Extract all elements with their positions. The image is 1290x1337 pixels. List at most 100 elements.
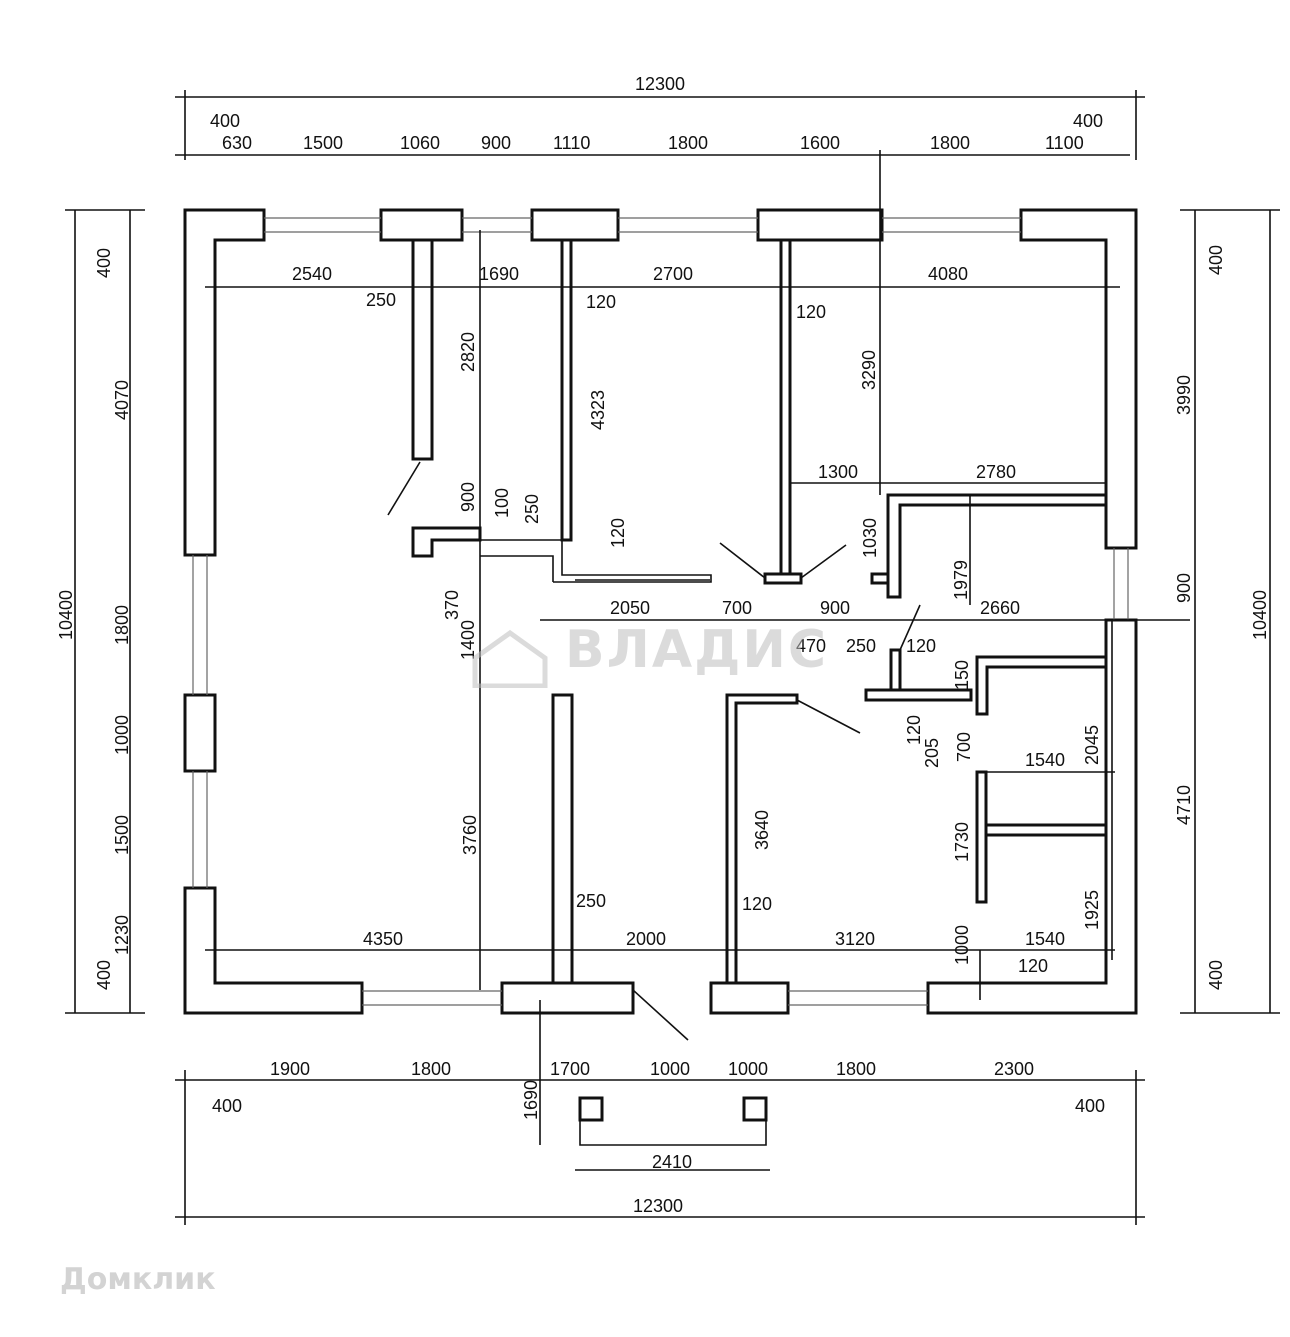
wall-top-right	[1019, 208, 1138, 550]
dim-3640: 3640	[752, 810, 772, 850]
dim-right-2: 900	[1174, 573, 1194, 603]
dim-2050: 2050	[610, 598, 650, 618]
dim-top-9: 1100	[1045, 133, 1084, 153]
dim-1730: 1730	[952, 822, 972, 862]
wall-int-250-a	[411, 238, 434, 461]
wall-int-250-b	[551, 693, 574, 985]
dim-porch-width: 2410	[652, 1152, 692, 1172]
dim-left-4: 1500	[112, 815, 132, 855]
porch	[578, 1096, 768, 1146]
dim-overall-bottom: 12300	[633, 1196, 683, 1216]
dim-bottom-4: 1000	[650, 1059, 690, 1079]
wall-top-pier-1	[379, 208, 464, 242]
dim-top-3: 1060	[400, 133, 440, 153]
dim-left-5: 1230	[112, 915, 132, 955]
wall-wc-low	[975, 770, 988, 904]
dim-150: 150	[952, 660, 972, 690]
dim-bottom-8: 400	[1075, 1096, 1105, 1116]
wall-int-step-outline	[480, 539, 712, 583]
porch-post-right	[742, 1096, 768, 1122]
dim-right-4: 400	[1206, 960, 1226, 990]
wall-int-120-b	[779, 238, 792, 576]
dim-top-1: 630	[222, 133, 252, 153]
dim-2660: 2660	[980, 598, 1020, 618]
dim-left-6: 400	[94, 960, 114, 990]
dim-top-5: 1110	[553, 133, 590, 153]
wall-wc-shelf	[984, 823, 1108, 837]
wall-int-120-a	[560, 238, 573, 542]
dim-left-0: 400	[94, 248, 114, 278]
dim-1925: 1925	[1082, 890, 1102, 930]
dim-250-a: 250	[366, 290, 396, 310]
dim-left-1: 4070	[112, 380, 132, 420]
dim-700-a: 700	[722, 598, 752, 618]
wall-top-left	[183, 208, 266, 557]
dim-bottom-6: 1800	[836, 1059, 876, 1079]
dim-250-b: 250	[522, 494, 542, 524]
dim-2540: 2540	[292, 264, 332, 284]
dimension-labels: 12300 12300 10400 10400 400 630 1500 106…	[56, 74, 1270, 1216]
dim-top-6: 1800	[668, 133, 708, 153]
dim-overall-left: 10400	[56, 590, 76, 640]
dim-right-0: 400	[1206, 245, 1226, 275]
dim-120-a: 120	[586, 292, 616, 312]
dim-4350: 4350	[363, 929, 403, 949]
wall-int-120-c	[725, 693, 799, 985]
wall-top-pier-3	[756, 208, 884, 242]
dim-bottom-1: 1900	[270, 1059, 310, 1079]
dim-1540-b: 1540	[1025, 929, 1065, 949]
dim-bottom-7: 2300	[994, 1059, 1034, 1079]
dim-1400: 1400	[458, 620, 478, 660]
dim-porch-depth: 1690	[521, 1080, 541, 1120]
dim-top-2: 1500	[303, 133, 343, 153]
dim-right-1: 3990	[1174, 375, 1194, 415]
wall-int-post	[763, 572, 803, 585]
dim-120-f: 120	[742, 894, 772, 914]
wall-bath-stub-2	[889, 648, 902, 692]
dim-3120: 3120	[835, 929, 875, 949]
dim-top-7: 1600	[800, 133, 840, 153]
dim-bottom-2: 1800	[411, 1059, 451, 1079]
wall-bath-stub	[870, 572, 890, 585]
dim-overall-right: 10400	[1250, 590, 1270, 640]
wall-bath-top	[886, 493, 1108, 599]
wall-int-stub-a	[411, 526, 482, 558]
wall-bath-sill	[864, 688, 973, 702]
dim-1300: 1300	[818, 462, 858, 482]
dim-left-3: 1000	[112, 715, 132, 755]
dim-top-4: 900	[481, 133, 511, 153]
dim-4080: 4080	[928, 264, 968, 284]
dim-100: 100	[492, 488, 512, 518]
dim-top-8: 1800	[930, 133, 970, 153]
dim-370: 370	[442, 590, 462, 620]
door-swings	[387, 461, 921, 1041]
wall-bottom-left	[183, 886, 364, 1015]
dim-120-d: 120	[906, 636, 936, 656]
dim-bottom-5: 1000	[728, 1059, 768, 1079]
dim-top-0: 400	[210, 111, 240, 131]
dim-1000: 1000	[952, 925, 972, 965]
dim-470: 470	[796, 636, 826, 656]
dim-right-3: 4710	[1174, 785, 1194, 825]
dim-700-b: 700	[954, 732, 974, 762]
dim-250-d: 250	[576, 891, 606, 911]
dim-1540-a: 1540	[1025, 750, 1065, 770]
wall-wc	[975, 655, 1108, 716]
house-logo-icon	[472, 629, 548, 688]
dim-1690: 1690	[479, 264, 519, 284]
dim-2045: 2045	[1082, 725, 1102, 765]
dimension-lines	[65, 90, 1280, 1225]
dim-120-c: 120	[608, 518, 628, 548]
wall-top-pier-2	[530, 208, 620, 242]
dim-900-a: 900	[458, 482, 478, 512]
dim-bottom-0: 400	[212, 1096, 242, 1116]
walls	[183, 208, 1138, 1015]
dim-1030: 1030	[860, 518, 880, 558]
dim-2780: 2780	[976, 462, 1016, 482]
windows	[192, 217, 1129, 1006]
wall-int-step	[480, 556, 553, 582]
dim-overall-top: 12300	[635, 74, 685, 94]
dim-2000: 2000	[626, 929, 666, 949]
dim-2700: 2700	[653, 264, 693, 284]
